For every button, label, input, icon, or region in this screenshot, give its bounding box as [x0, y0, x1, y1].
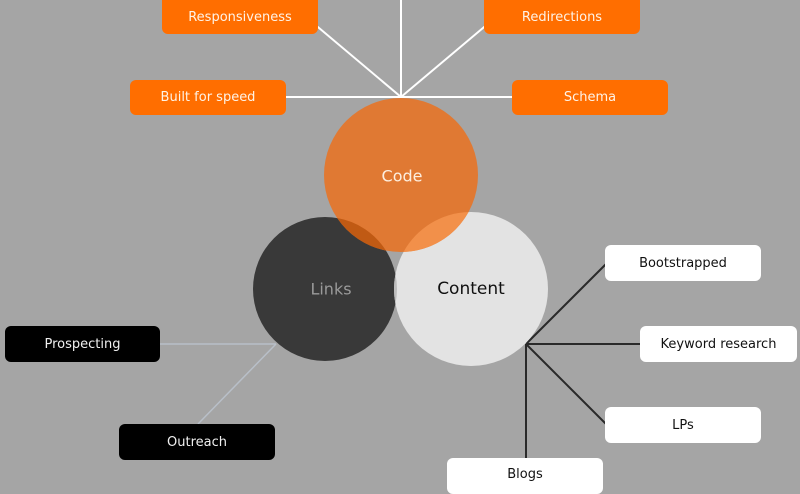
links-label: Links	[310, 279, 352, 299]
code-item-label: Responsiveness	[188, 9, 292, 25]
venn-diagram: Code Links Content Responsiveness Redire…	[5, 0, 797, 494]
links-item-label: Outreach	[167, 434, 227, 450]
code-item-label: Schema	[563, 90, 617, 105]
content-item-lps: LPs	[605, 407, 761, 443]
code-connector-responsiveness	[305, 16, 402, 98]
content-connector-lps	[525, 343, 607, 425]
code-item-schema: Schema	[512, 80, 668, 115]
content-item-label: Bootstrapped	[639, 255, 727, 271]
links-item-label: Prospecting	[44, 336, 121, 352]
content-item-label: Keyword research	[660, 336, 777, 352]
content-item-label: Blogs	[507, 467, 543, 482]
links-content-overlap	[394, 274, 397, 304]
code-item-label: Redirections	[521, 9, 603, 25]
content-item-keyword-research: Keyword research	[640, 326, 797, 362]
content-item-bootstrapped: Bootstrapped	[605, 245, 761, 281]
code-item-redirections: Redirections	[484, 0, 640, 34]
links-item-prospecting: Prospecting	[5, 326, 160, 362]
content-item-label: LPs	[672, 417, 694, 433]
code-connector-redirections	[400, 16, 497, 98]
code-circle	[324, 98, 478, 252]
code-item-responsiveness: Responsiveness	[162, 0, 318, 34]
links-connector-outreach	[197, 343, 277, 425]
code-label: Code	[381, 166, 423, 186]
links-item-outreach: Outreach	[119, 424, 275, 460]
code-connectors	[276, 0, 512, 98]
code-item-label: Built for speed	[160, 90, 256, 105]
content-circle	[394, 212, 548, 366]
diagram-graphics	[160, 0, 640, 460]
content-item-blogs: Blogs	[447, 458, 603, 494]
content-connector-bootstrapped	[525, 263, 607, 345]
code-content-overlap	[403, 212, 469, 252]
code-item-built-for-speed: Built for speed	[130, 80, 286, 115]
code-links-overlap	[337, 218, 386, 251]
content-connectors	[525, 263, 640, 460]
links-connectors	[160, 343, 277, 425]
content-label: Content	[437, 279, 505, 299]
links-circle	[253, 217, 397, 361]
